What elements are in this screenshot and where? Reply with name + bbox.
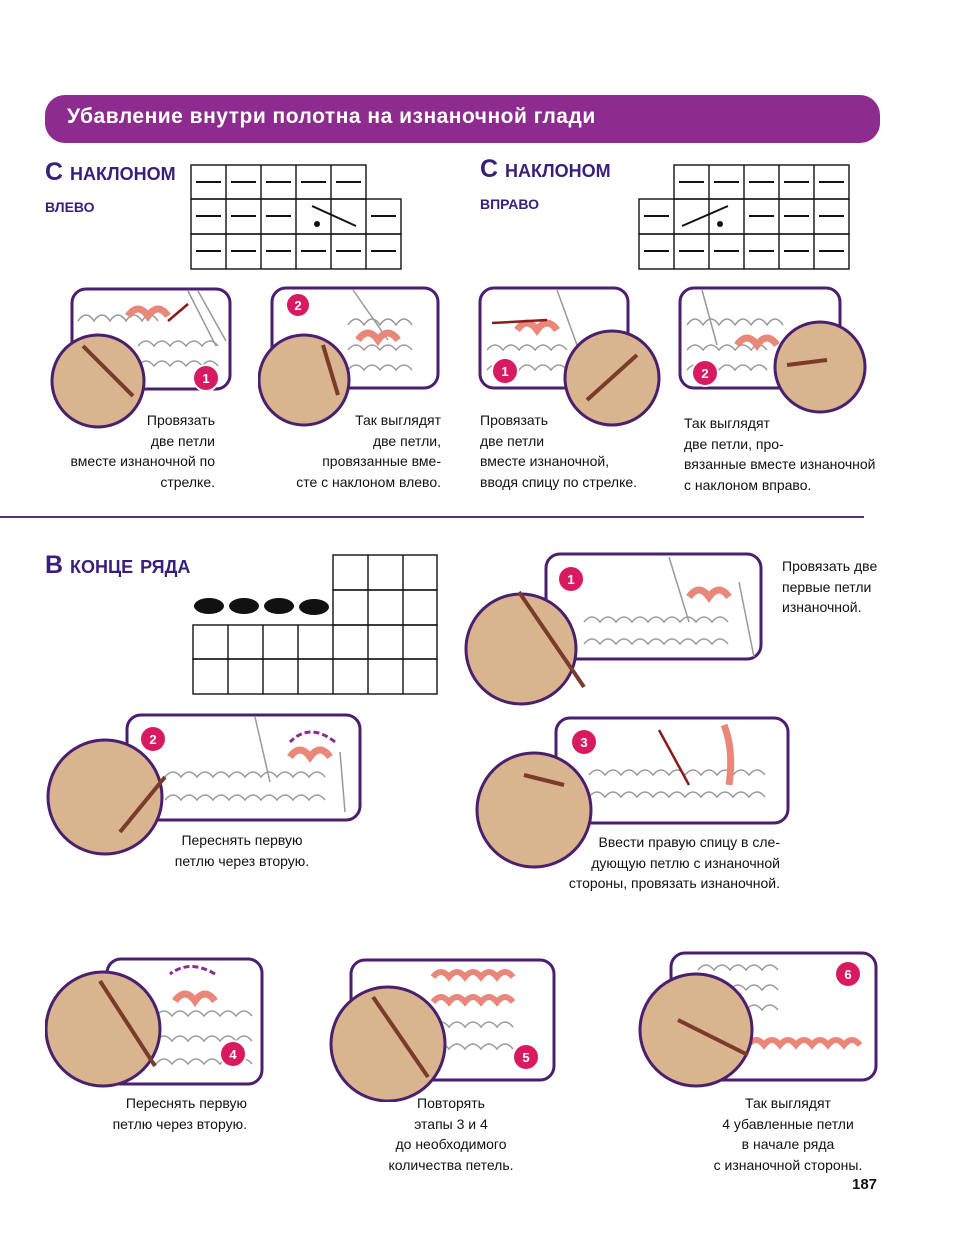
caption-right-2: Так выглядят две петли, про- вязанные вм… [684, 415, 876, 493]
step-illustration-right-2: 2 [677, 285, 867, 430]
step-illustration-left-2: 2 [258, 285, 443, 430]
step-illustration-end-5: 5 [328, 957, 558, 1102]
step-badge: 5 [522, 1050, 529, 1065]
step-badge: 3 [580, 735, 587, 750]
step-illustration-end-2: 2 [45, 712, 365, 862]
heading-line2: вправо [480, 192, 540, 214]
step-badge: 4 [229, 1047, 237, 1062]
banner-title: Убавление внутри полотна на изнаночной г… [67, 105, 596, 128]
chart-grid-left-slant [190, 164, 402, 270]
heading-title: В конце ряда [45, 551, 191, 579]
caption-left-2: Так выглядят две петли, провязанные вме-… [296, 412, 441, 490]
caption-end-4: Переснять первую петлю через вторую. [112, 1095, 247, 1132]
caption-end-2: Переснять первую петлю через вторую. [174, 832, 310, 869]
heading-right-slant: С наклоном вправо [480, 152, 611, 220]
caption-end-3: Ввести правую спицу в сле- дующую петлю … [568, 834, 780, 891]
heading-left-slant: С наклоном влево [45, 155, 176, 223]
step-badge: 1 [202, 371, 209, 386]
step-illustration-right-1: 1 [477, 285, 662, 430]
caption-end-1: Провязать две первые петли изнаночной. [782, 558, 878, 615]
caption-left-1: Провязать две петли вместе изнаночной по… [70, 412, 215, 490]
page-number: 187 [852, 1176, 878, 1193]
step-badge: 2 [701, 366, 708, 381]
step-badge: 1 [567, 572, 574, 587]
heading-line1: С наклоном [45, 158, 176, 186]
section-banner: Убавление внутри полотна на изнаночной г… [45, 95, 880, 143]
caption-right-1: Провязать две петли вместе изнаночной, в… [480, 412, 638, 490]
step-illustration-left-1: 1 [48, 286, 233, 431]
step-illustration-end-4: 4 [45, 956, 267, 1096]
step-illustration-end-1: 1 [464, 552, 766, 712]
caption-end-6: Так выглядят 4 убавленные петли в начале… [713, 1095, 863, 1173]
caption-end-5: Повторять этапы 3 и 4 до необходимого ко… [388, 1095, 514, 1173]
step-badge: 2 [294, 298, 301, 313]
heading-row-end: В конце ряда [45, 548, 190, 582]
heading-line2: влево [45, 195, 95, 217]
chart-grid-right-slant [638, 164, 850, 270]
heading-line1: С наклоном [480, 155, 611, 183]
step-illustration-end-6: 6 [638, 950, 880, 1095]
step-badge: 1 [501, 364, 508, 379]
section-divider [0, 516, 864, 518]
step-badge: 2 [149, 732, 156, 747]
step-illustration-end-3: 3 [474, 715, 794, 870]
step-badge: 6 [844, 967, 851, 982]
chart-grid-row-end [192, 554, 438, 695]
